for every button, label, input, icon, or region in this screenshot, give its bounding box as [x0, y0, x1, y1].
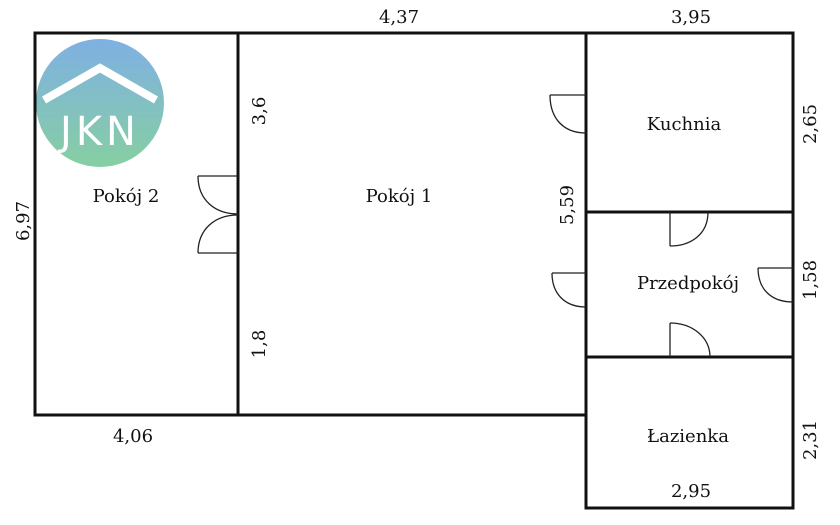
- dimension-top-kuchnia: 3,95: [671, 7, 711, 28]
- door-entrance: [757, 267, 794, 303]
- door-pokoj1-przedpokoj: [551, 272, 587, 308]
- logo-text: JKN: [57, 109, 140, 155]
- dimension-right-kuchnia: 2,65: [800, 104, 821, 144]
- room-label-kuchnia: Kuchnia: [647, 114, 722, 135]
- dimension-wall-upper: 3,6: [249, 97, 270, 126]
- house-roof-icon: [42, 63, 158, 104]
- logo-circle: [36, 39, 164, 167]
- dimension-labels: 4,37 3,95 4,06 2,95 6,97 3,6 1,8 5,59 2,…: [13, 7, 821, 502]
- door-pokoj2-pokoj1: [197, 175, 239, 254]
- dimension-top-pokoj-1: 4,37: [379, 7, 419, 28]
- room-label-pokoj-1: Pokój 1: [366, 186, 433, 207]
- dimension-left-height: 6,97: [13, 201, 34, 241]
- dimension-bottom-lazienka: 2,95: [671, 481, 711, 502]
- room-label-lazienka: Łazienka: [647, 426, 729, 447]
- dimension-wall-lower: 1,8: [249, 330, 270, 359]
- dimension-right-lazienka: 2,31: [800, 420, 821, 460]
- walls: [33, 31, 795, 510]
- room-label-pokoj-2: Pokój 2: [93, 186, 160, 207]
- wall-pokoj-1: [236, 31, 588, 417]
- dimension-pokoj-1-right: 5,59: [557, 185, 578, 225]
- dimension-right-przedpokoj: 1,58: [800, 260, 821, 300]
- door-kuchnia: [549, 94, 587, 134]
- company-logo: JKN: [36, 39, 164, 167]
- wall-lazienka: [584, 355, 795, 510]
- doors: [197, 94, 794, 358]
- room-label-przedpokoj: Przedpokój: [637, 273, 739, 294]
- dimension-bottom-pokoj-2: 4,06: [113, 426, 153, 447]
- room-labels: Pokój 2 Pokój 1 Kuchnia Przedpokój Łazie…: [93, 114, 739, 447]
- door-lazienka: [669, 322, 711, 358]
- door-przedpokoj-kuchnia: [669, 211, 709, 247]
